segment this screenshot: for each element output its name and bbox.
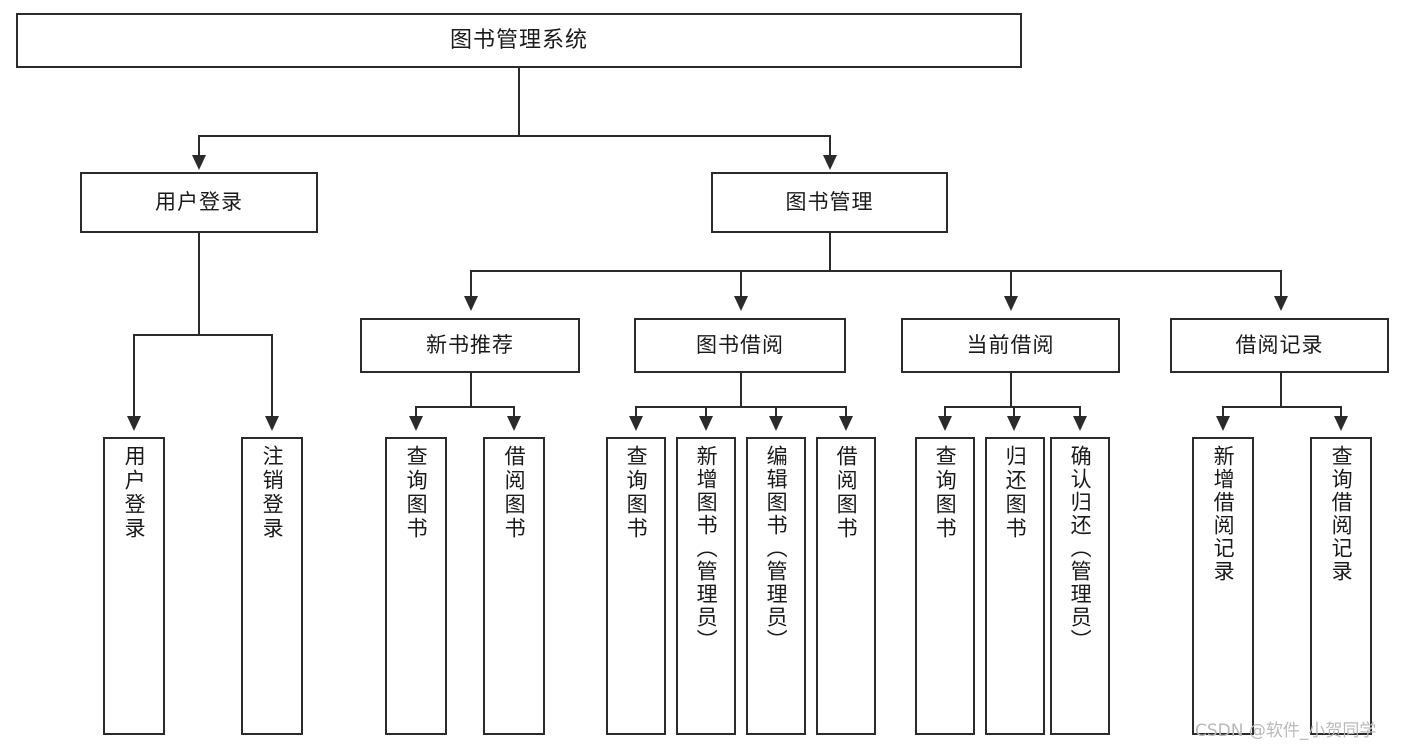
node-leaf-confirm-return[interactable]: 确认归还（管理员） [1050,437,1110,735]
connector-current-borrow-2 [1013,406,1015,418]
arrow-to-user-login [192,155,206,170]
arrow-to-leaf-borrow-book-2 [839,416,853,431]
connector-book-manage-stem [829,233,831,271]
connector-new-book-stem [470,373,472,407]
connector-new-book-bus [415,406,514,408]
connector-user-login-bus [133,334,272,336]
connector-book-borrow-1 [635,406,637,418]
arrow-to-leaf-query-record [1334,416,1348,431]
connector-root-to-user-login [198,135,200,157]
connector-user-login-right [271,334,273,418]
node-borrow-record[interactable]: 借阅记录 [1170,318,1389,373]
node-leaf-query-book-2[interactable]: 查询图书 [606,437,666,735]
connector-borrow-record-bus [1222,406,1341,408]
node-label: 借阅图书 [502,445,527,541]
connector-root-to-book-manage [829,135,831,157]
node-label: 新增借阅记录 [1211,445,1236,583]
arrow-to-leaf-logout [265,416,279,431]
connector-user-login-left [133,334,135,418]
node-leaf-borrow-book-2[interactable]: 借阅图书 [816,437,876,735]
node-leaf-add-book[interactable]: 新增图书（管理员） [676,437,736,735]
node-user-login[interactable]: 用户登录 [80,172,318,233]
connector-root-bus [198,135,830,137]
node-label: 确认归还（管理员） [1068,445,1093,652]
node-label: 图书管理 [785,190,874,215]
node-root-system[interactable]: 图书管理系统 [16,13,1022,68]
arrow-to-leaf-confirm-return [1073,416,1087,431]
node-label: 查询借阅记录 [1329,445,1354,583]
node-leaf-query-book-3[interactable]: 查询图书 [915,437,975,735]
arrow-to-current-borrow [1004,296,1018,311]
connector-root-stem [518,68,520,135]
node-label: 借阅图书 [834,445,859,541]
connector-new-book-r [513,406,515,418]
arrow-to-leaf-add-record [1216,416,1230,431]
connector-book-manage-bus [470,270,1281,272]
node-label: 查询图书 [404,445,429,541]
connector-borrow-record-l [1222,406,1224,418]
connector-bus-to-borrow-record [1280,270,1282,298]
node-label: 注销登录 [260,445,285,541]
connector-book-borrow-2 [705,406,707,418]
node-label: 查询图书 [624,445,649,541]
connector-book-borrow-bus [635,406,846,408]
connector-current-borrow-stem [1010,373,1012,407]
connector-book-borrow-stem [740,373,742,407]
arrow-to-borrow-record [1274,296,1288,311]
connector-borrow-record-stem [1280,373,1282,407]
arrow-to-leaf-edit-book [769,416,783,431]
node-book-borrow[interactable]: 图书借阅 [634,318,846,373]
arrow-to-leaf-user-login [127,416,141,431]
node-label: 当前借阅 [966,333,1055,358]
csdn-watermark: CSDN @软件_小贺同学 [1195,721,1377,741]
node-leaf-edit-book[interactable]: 编辑图书（管理员） [746,437,806,735]
node-leaf-logout[interactable]: 注销登录 [241,437,303,735]
node-label: 编辑图书（管理员） [764,445,789,652]
node-label: 新增图书（管理员） [694,445,719,652]
node-leaf-user-login[interactable]: 用户登录 [103,437,165,735]
connector-borrow-record-r [1340,406,1342,418]
connector-user-login-stem [198,233,200,335]
node-leaf-return-book[interactable]: 归还图书 [985,437,1045,735]
node-label: 归还图书 [1003,445,1028,541]
node-label: 用户登录 [155,190,243,215]
connector-current-borrow-3 [1079,406,1081,418]
node-label: 图书管理系统 [449,27,588,53]
arrow-to-leaf-borrow-book-1 [507,416,521,431]
node-label: 借阅记录 [1235,333,1324,358]
arrow-to-leaf-query-book-1 [409,416,423,431]
node-current-borrow[interactable]: 当前借阅 [901,318,1120,373]
connector-new-book-l [415,406,417,418]
arrow-to-leaf-add-book [699,416,713,431]
arrow-to-book-manage [823,155,837,170]
connector-bus-to-current-borrow [1010,270,1012,298]
connector-bus-to-book-borrow [740,270,742,298]
node-label: 新书推荐 [426,333,514,358]
arrow-to-leaf-return-book [1007,416,1021,431]
connector-book-borrow-3 [775,406,777,418]
node-label: 用户登录 [122,445,147,541]
arrow-to-book-borrow [734,296,748,311]
arrow-to-new-book-recommend [464,296,478,311]
node-leaf-query-record[interactable]: 查询借阅记录 [1310,437,1372,735]
arrow-to-leaf-query-book-3 [938,416,952,431]
node-leaf-add-record[interactable]: 新增借阅记录 [1192,437,1254,735]
node-label: 查询图书 [933,445,958,541]
connector-current-borrow-bus [944,406,1080,408]
node-book-manage[interactable]: 图书管理 [711,172,948,233]
connector-bus-to-new-book [470,270,472,298]
node-new-book-recommend[interactable]: 新书推荐 [360,318,580,373]
node-label: 图书借阅 [696,333,784,358]
connector-book-borrow-4 [845,406,847,418]
arrow-to-leaf-query-book-2 [629,416,643,431]
node-leaf-query-book-1[interactable]: 查询图书 [385,437,447,735]
node-leaf-borrow-book-1[interactable]: 借阅图书 [483,437,545,735]
connector-current-borrow-1 [944,406,946,418]
